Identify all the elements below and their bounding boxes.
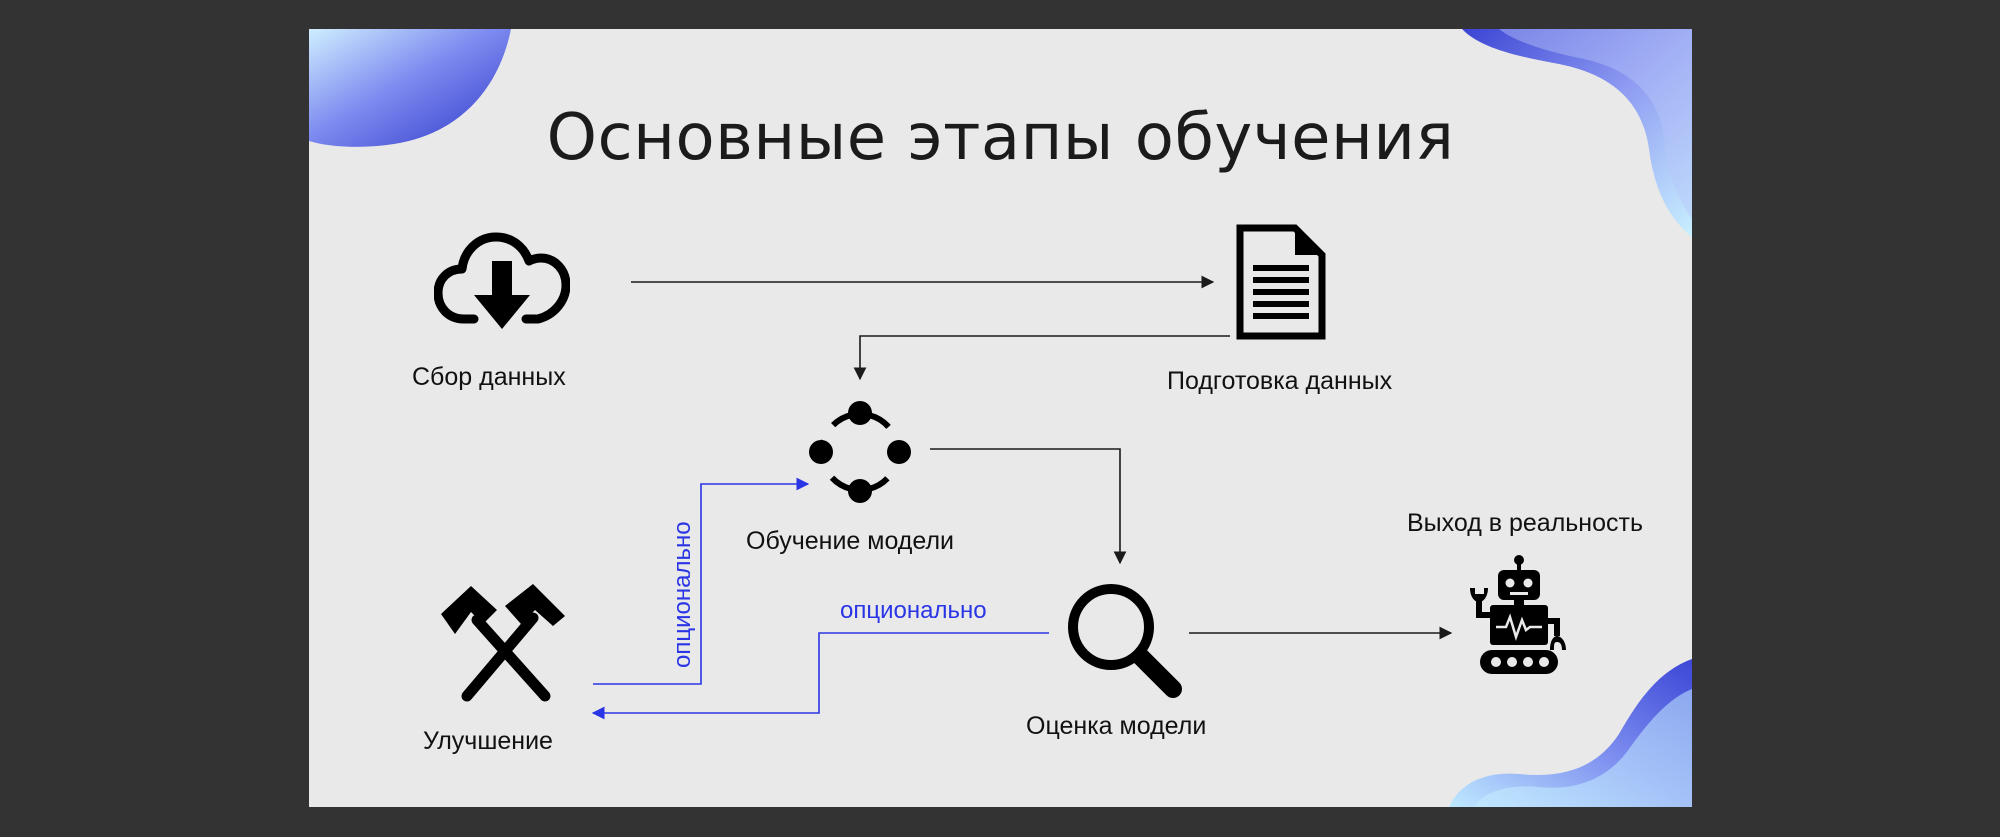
optional-label-horizontal: опционально — [840, 597, 987, 624]
document-icon — [1235, 223, 1327, 341]
slide-decoration — [309, 29, 1692, 807]
corner-blob-top-left — [309, 29, 511, 147]
stage-label-prepare: Подготовка данных — [1167, 367, 1393, 395]
arrow-improve-to-train-optional — [593, 477, 810, 685]
stage-label-collect: Сбор данных — [412, 363, 566, 391]
arrow-evaluate-to-improve-optional — [591, 632, 1049, 720]
slide-title: Основные этапы обучения — [546, 101, 1455, 175]
corner-blob-top-right — [1462, 29, 1692, 237]
arrow-prepare-to-train — [853, 335, 1230, 381]
robot-icon — [1466, 554, 1572, 676]
magnifier-icon — [1061, 577, 1185, 701]
flow-diagram — [591, 275, 1453, 720]
stage-label-evaluate: Оценка модели — [1026, 712, 1207, 740]
cycle-nodes-icon — [806, 398, 914, 506]
hammers-icon — [437, 584, 569, 706]
optional-label-vertical: опционально — [669, 521, 696, 668]
stage-label-train: Обучение модели — [746, 527, 955, 555]
stage-label-improve: Улучшение — [423, 727, 553, 755]
stage-label-deploy: Выход в реальность — [1407, 509, 1643, 537]
cloud-download-icon — [433, 229, 571, 337]
slide: Основные этапы обучения Сбор данных Подг… — [309, 29, 1692, 807]
arrow-train-to-evaluate — [930, 448, 1127, 565]
